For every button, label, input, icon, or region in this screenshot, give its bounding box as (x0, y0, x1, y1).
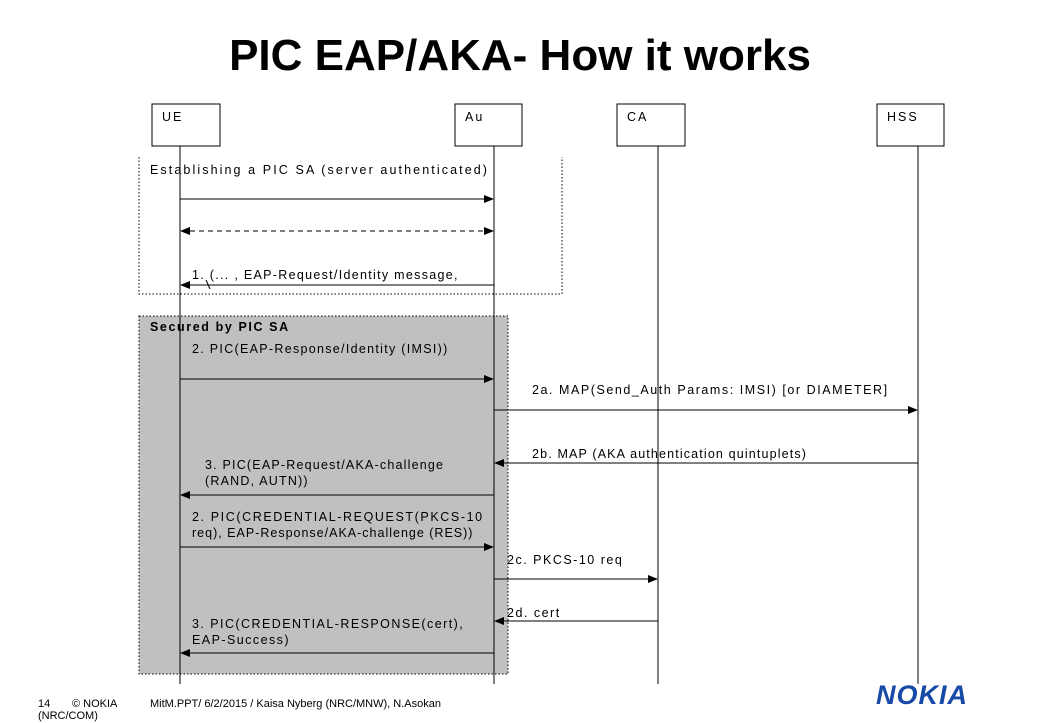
message-label-credresp-line1: 3. PIC(CREDENTIAL-RESPONSE(cert), (192, 617, 465, 631)
section-label-establishing: Establishing a PIC SA (server authentica… (150, 163, 490, 177)
arrow-m2b (494, 459, 918, 467)
ca-box (616, 103, 686, 147)
message-label-credreq-line1: 2. PIC(CREDENTIAL-REQUEST(PKCS-10 (192, 510, 484, 524)
footer-copyright-dept: (NRC/COM) (38, 710, 98, 722)
message-label-credreq-line2: req), EAP-Response/AKA-challenge (RES)) (192, 526, 474, 540)
footer-copyright: © NOKIA (72, 698, 118, 710)
arrow-m2a (494, 406, 918, 414)
message-label-m1: 1. (... , EAP-Request/Identity message, (192, 268, 459, 282)
arrow-m2c (494, 575, 658, 583)
au-box (454, 103, 523, 147)
ue-box (151, 103, 221, 147)
entity-label-hss: HSS (887, 110, 919, 124)
message-label-credresp-line2: EAP-Success) (192, 633, 290, 647)
arrow-est-2-dashed (180, 227, 494, 235)
message-label-m2: 2. PIC(EAP-Response/Identity (IMSI)) (192, 342, 449, 356)
hss-box (876, 103, 945, 147)
entity-label-ca: CA (627, 110, 649, 124)
message-label-m2d: 2d. cert (507, 606, 561, 620)
slide-title: PIC EAP/AKA- How it works (229, 31, 811, 80)
section-label-secured: Secured by PIC SA (150, 320, 290, 334)
arrow-m3 (180, 491, 494, 499)
arrow-m2 (180, 375, 494, 383)
message-label-m3-line2: (RAND, AUTN)) (205, 474, 309, 488)
entity-label-au: Au (465, 110, 485, 124)
message-label-m3-line1: 3. PIC(EAP-Request/AKA-challenge (205, 458, 445, 472)
message-label-m2b: 2b. MAP (AKA authentication quintuplets) (532, 447, 808, 461)
arrow-m2-credreq (180, 543, 494, 551)
entity-label-ue: UE (162, 110, 184, 124)
arrow-m3-credresp (180, 649, 494, 657)
footer-file-info: MitM.PPT/ 6/2/2015 / Kaisa Nyberg (NRC/M… (150, 698, 441, 710)
footer-page-number: 14 (38, 698, 51, 710)
message-label-m2a: 2a. MAP(Send_Auth Params: IMSI) [or DIAM… (532, 383, 889, 397)
message-label-m2c: 2c. PKCS-10 req (507, 553, 624, 567)
nokia-logo: NOKIA (876, 680, 968, 710)
arrow-m2d (494, 617, 658, 625)
arrow-m1 (180, 279, 494, 290)
arrow-est-1 (180, 195, 494, 203)
